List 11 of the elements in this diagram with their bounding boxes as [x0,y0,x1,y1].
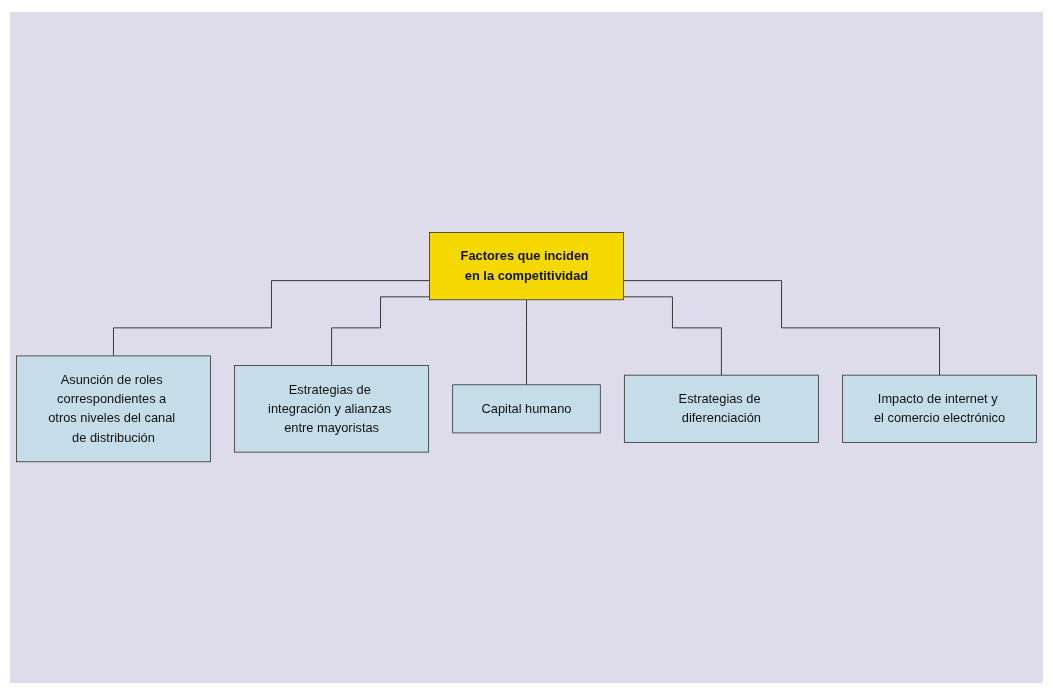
node-box: Factores que inciden en la competitividad [429,232,624,301]
connector [623,296,722,377]
node-box: Estrategias de diferenciación [623,375,819,444]
connector [113,280,430,357]
connector [526,299,527,386]
connector [331,296,430,367]
connector [623,280,940,377]
node-box: Capital humano [452,384,601,434]
node-box: Asunción de roles correspondientes a otros niveles del canal de distribución [16,355,211,463]
node-box: Impacto de internet y el comercio electrónico [842,375,1037,444]
node-box: Estrategias de integración y alianzas entre mayoristas [234,365,430,453]
